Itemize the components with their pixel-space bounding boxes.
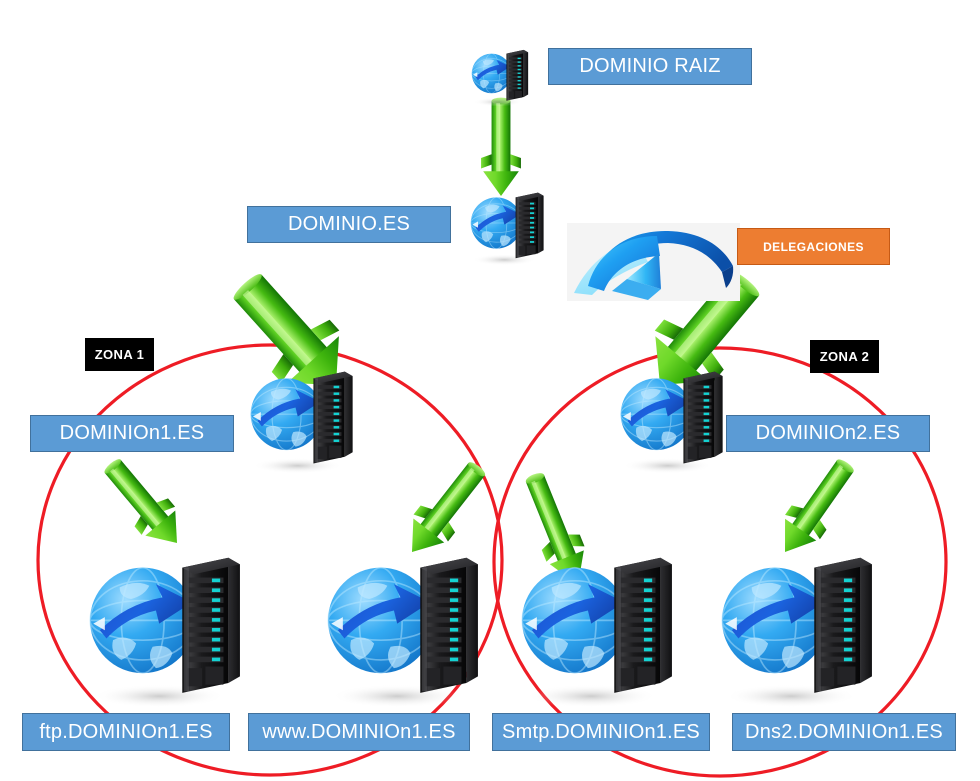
server-globe-icon	[468, 42, 530, 108]
label-delegaciones[interactable]: DELEGACIONES	[737, 228, 890, 265]
arrow-root-to-dominio-es	[481, 97, 521, 196]
label-www[interactable]: www.DOMINIOn1.ES	[248, 713, 470, 751]
node-dns2[interactable]	[712, 538, 877, 711]
swoosh-flare	[574, 239, 648, 295]
label-dominio-es[interactable]: DOMINIO.ES	[247, 206, 451, 243]
node-dominio-es[interactable]	[466, 183, 546, 267]
delegations-backdrop	[567, 223, 740, 301]
swoosh-tail-fin	[612, 279, 661, 300]
label-zona-2[interactable]: ZONA 2	[810, 340, 879, 373]
label-dns2[interactable]: Dns2.DOMINIOn1.ES	[732, 713, 956, 751]
node-dominio-n1[interactable]	[244, 358, 356, 476]
node-ftp[interactable]	[80, 538, 245, 711]
node-www[interactable]	[318, 538, 483, 711]
label-dominio-n1[interactable]: DOMINIOn1.ES	[30, 415, 234, 452]
swoosh-tip-shadow	[722, 266, 734, 288]
server-globe-icon	[80, 538, 245, 711]
swoosh-body	[588, 236, 660, 291]
swoosh-arrowhead	[627, 253, 661, 289]
label-smtp[interactable]: Smtp.DOMINIOn1.ES	[492, 713, 710, 751]
label-zona-1[interactable]: ZONA 1	[85, 338, 154, 371]
label-dominio-n2[interactable]: DOMINIOn2.ES	[726, 415, 930, 452]
server-globe-icon	[614, 358, 726, 476]
node-dominio-raiz[interactable]	[468, 42, 530, 108]
server-globe-icon	[712, 538, 877, 711]
label-ftp[interactable]: ftp.DOMINIOn1.ES	[22, 713, 230, 751]
server-globe-icon	[512, 538, 677, 711]
label-dominio-raiz[interactable]: DOMINIO RAIZ	[548, 48, 752, 85]
server-globe-icon	[244, 358, 356, 476]
node-smtp[interactable]	[512, 538, 677, 711]
node-dominio-n2[interactable]	[614, 358, 726, 476]
swoosh-band	[593, 230, 733, 283]
server-globe-icon	[318, 538, 483, 711]
server-globe-icon	[466, 183, 546, 267]
